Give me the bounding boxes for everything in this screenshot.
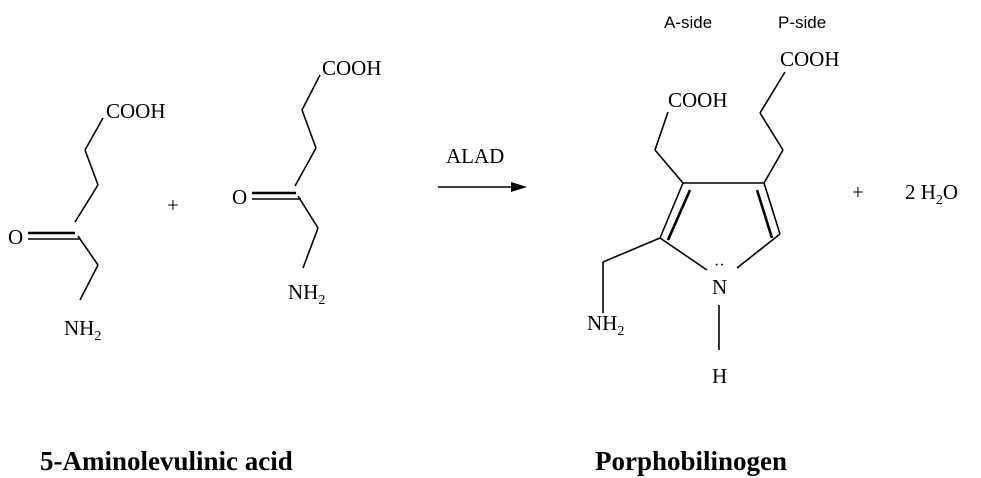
p-side-label: P-side [778, 13, 826, 32]
r1-bond-5 [79, 264, 99, 301]
r1-amine-sub: 2 [94, 329, 101, 344]
water-coef: 2 H [905, 180, 936, 204]
r2-cooh-label: COOH [322, 56, 382, 80]
water-oxygen: O [943, 180, 958, 204]
water-label: 2 H2O [905, 180, 958, 208]
plus-sign-1: + [167, 193, 179, 217]
enzyme-label: ALAD [446, 144, 504, 168]
r1-bond-4 [77, 235, 99, 266]
ring-lone-pair: ·· [714, 257, 725, 274]
r2-amine-label: NH2 [288, 280, 325, 308]
aminomethyl-bond-1 [602, 237, 661, 263]
p-side-bond-3 [763, 149, 784, 184]
product-amine-nh: NH [587, 311, 617, 335]
ring-double-c3-c2 [666, 189, 692, 241]
plus-sign-2: + [852, 180, 864, 204]
reactant-name-label: 5-Aminolevulinic acid [40, 446, 293, 476]
ring-bond-c3-c2 [659, 182, 684, 239]
r2-bond-5 [302, 227, 319, 269]
product-porphobilinogen: A-side P-side COOH COOH ·· N H NH2 [587, 13, 840, 388]
product-amine-sub: 2 [617, 324, 624, 339]
a-side-bond-1 [654, 111, 669, 151]
product-name-label: Porphobilinogen [595, 446, 787, 476]
r2-oxygen-label: O [232, 185, 247, 209]
reactant-2-ala: COOH O NH2 [232, 56, 382, 308]
r2-bond-2 [301, 109, 317, 149]
ring-bond-c2-n [659, 237, 708, 271]
r2-bond-3 [294, 147, 317, 187]
product-amine-label: NH2 [587, 311, 624, 339]
p-side-bond-1 [759, 71, 786, 114]
r2-bond-1 [301, 74, 321, 111]
r1-bond-1 [84, 117, 104, 151]
r1-cooh-label: COOH [106, 99, 166, 123]
p-side-bond-2 [759, 112, 784, 151]
water-sub: 2 [936, 193, 943, 208]
a-side-label: A-side [664, 13, 712, 32]
r2-bond-4 [297, 195, 319, 229]
n-hydrogen-label: H [712, 364, 727, 388]
a-side-bond-2 [654, 149, 684, 184]
r1-oxygen-label: O [8, 225, 23, 249]
ring-bond-c5-n [736, 233, 781, 269]
reactant-1-ala: COOH O NH2 [8, 99, 166, 344]
r1-bond-2 [84, 149, 99, 186]
arrow-head [511, 182, 527, 192]
r1-bond-3 [74, 184, 99, 223]
r2-amine-sub: 2 [318, 293, 325, 308]
ring-bond-c4-c5 [763, 182, 781, 235]
ring-double-c4-c5 [755, 189, 774, 239]
ring-nitrogen-label: N [712, 275, 727, 299]
r1-amine-label: NH2 [64, 316, 101, 344]
r1-amine-nh: NH [64, 316, 94, 340]
p-side-cooh-label: COOH [780, 47, 840, 71]
a-side-cooh-label: COOH [668, 88, 728, 112]
reaction-arrow: ALAD [438, 144, 527, 192]
r2-amine-nh: NH [288, 280, 318, 304]
